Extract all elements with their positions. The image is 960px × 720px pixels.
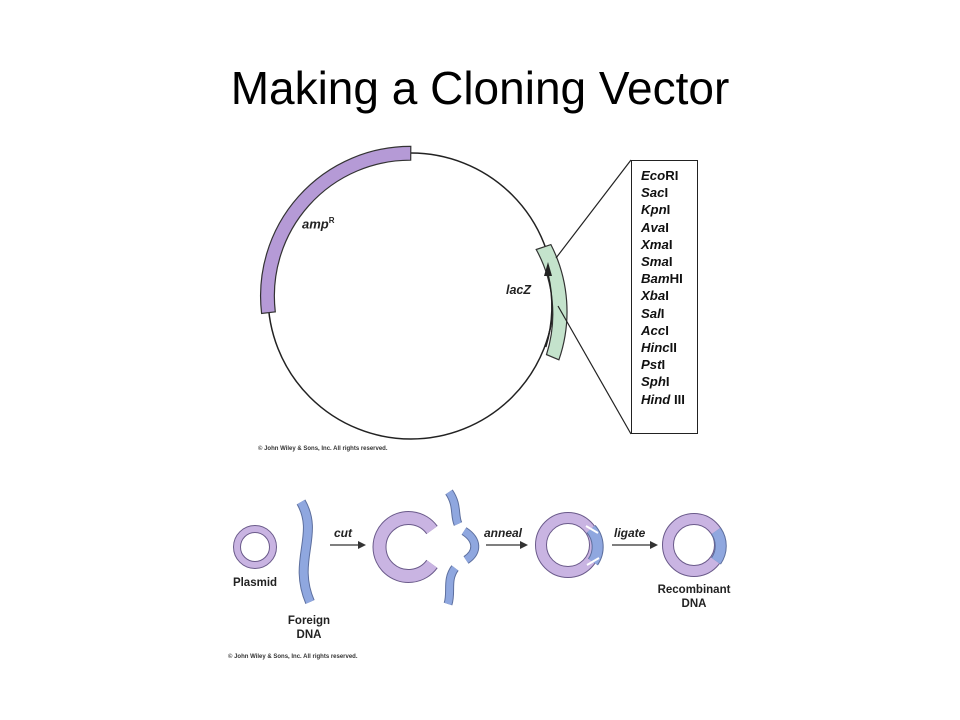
ligate-label: ligate	[614, 526, 646, 540]
restriction-site: XbaI	[641, 288, 669, 304]
amp-resistance-label: ampR	[302, 216, 335, 232]
copyright-notice-bottom: © John Wiley & Sons, Inc. All rights res…	[228, 654, 358, 660]
cut-label: cut	[334, 526, 352, 540]
page-title: Making a Cloning Vector	[230, 62, 730, 114]
restriction-site: SacI	[641, 185, 669, 201]
anneal-label: anneal	[484, 526, 523, 540]
restriction-site: SalI	[641, 305, 665, 321]
callout-line-bottom	[557, 305, 632, 435]
plasmid-ring	[233, 525, 277, 569]
arrow-head-icon	[358, 541, 366, 549]
restriction-site: HincII	[641, 340, 677, 356]
restriction-site: AccI	[641, 322, 669, 338]
restriction-site: Hind III	[641, 391, 685, 407]
recombinant-dna-caption: Recombinant DNA	[657, 584, 731, 610]
restriction-site: SphI	[641, 374, 670, 390]
callout-line-top	[555, 159, 632, 259]
restriction-site: AvaI	[641, 219, 669, 235]
restriction-site: PstI	[641, 357, 666, 373]
arrow-head-icon	[520, 541, 528, 549]
restriction-site: BamHI	[641, 271, 683, 287]
restriction-site: EcoRI	[641, 168, 679, 183]
lacz-direction-arrow	[545, 273, 553, 348]
foreign-dna-caption: Foreign DNA	[287, 615, 331, 641]
plasmid-caption: Plasmid	[232, 577, 278, 589]
restriction-site: KpnI	[641, 202, 671, 218]
arrow-head-icon	[544, 262, 552, 276]
lacz-label: lacZ	[506, 283, 532, 297]
restriction-site: SmaI	[641, 254, 673, 270]
amp-resistance-gene	[259, 145, 412, 315]
restriction-site: XmaI	[641, 236, 673, 252]
copyright-notice-top: © John Wiley & Sons, Inc. All rights res…	[258, 446, 388, 452]
arrow-head-icon	[650, 541, 658, 549]
